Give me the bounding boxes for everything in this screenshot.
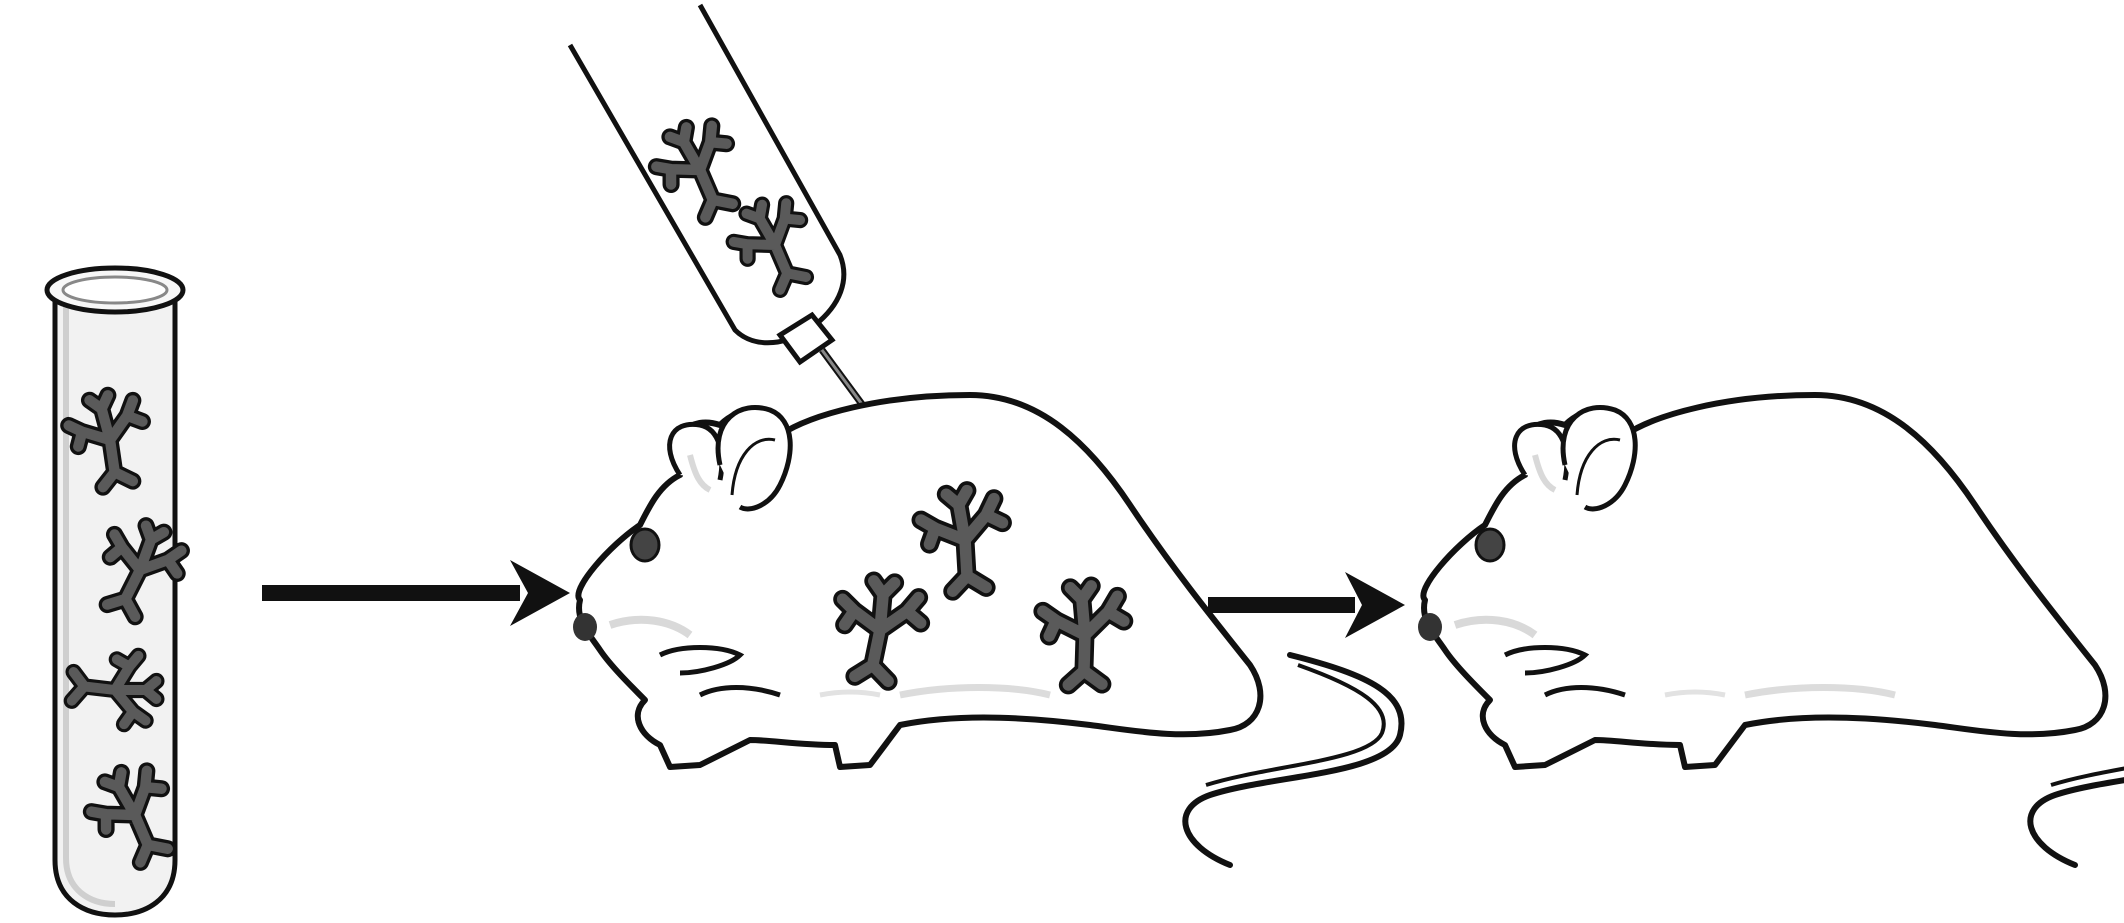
mouse-icon xyxy=(1418,395,2124,865)
mouse-icon xyxy=(573,395,1402,865)
right-arrow-icon xyxy=(1208,572,1405,638)
right-arrow-icon xyxy=(262,560,570,626)
